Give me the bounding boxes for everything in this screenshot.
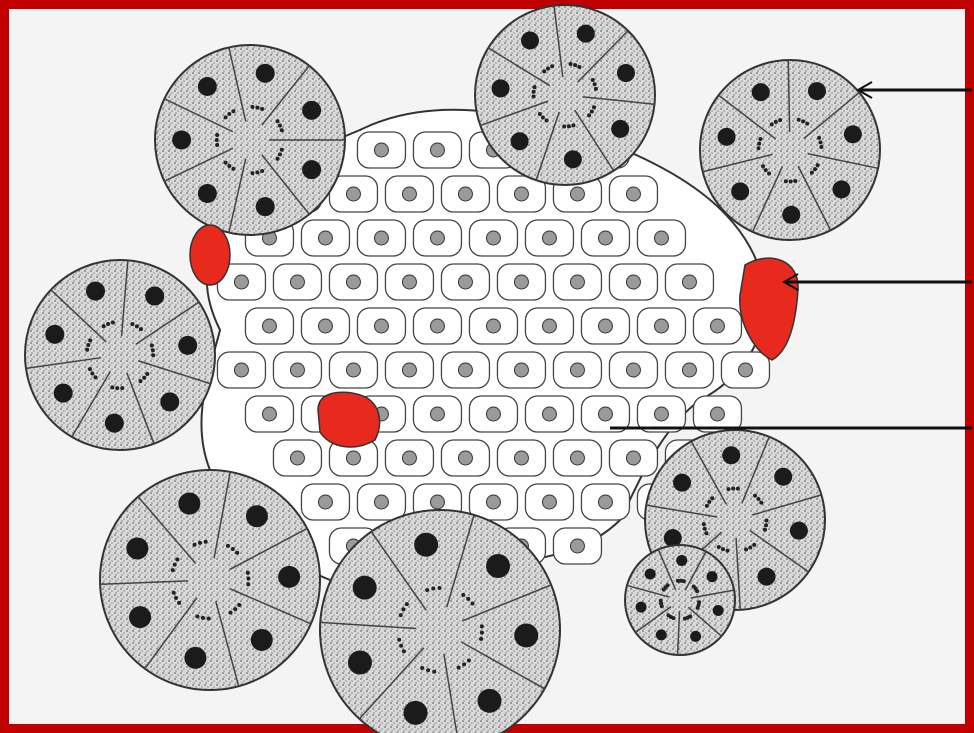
- islet-cell: [721, 352, 769, 388]
- islet-cell: [609, 440, 657, 476]
- islet-cell: [637, 220, 685, 256]
- red-cell-center: [318, 392, 380, 447]
- islet-cell: [581, 220, 629, 256]
- islet-cell: [217, 352, 265, 388]
- islet-cell: [525, 220, 573, 256]
- islet-cell: [357, 484, 405, 520]
- islet-cell: [553, 352, 601, 388]
- islet-cell: [273, 440, 321, 476]
- acinus: [700, 60, 880, 240]
- islet-cell: [301, 308, 349, 344]
- islet-cell: [413, 220, 461, 256]
- acinus: [475, 5, 655, 185]
- acinus: [155, 45, 345, 235]
- acinus: [625, 545, 735, 655]
- islet-cell: [525, 484, 573, 520]
- islet-cell: [413, 132, 461, 168]
- islet-cell: [553, 264, 601, 300]
- islet-cell: [273, 352, 321, 388]
- islet-cell: [497, 264, 545, 300]
- islet-cell: [525, 308, 573, 344]
- islet-cell: [581, 484, 629, 520]
- islet-cell: [273, 264, 321, 300]
- islet-cell: [469, 220, 517, 256]
- islet-cell: [357, 308, 405, 344]
- islet-cell: [609, 352, 657, 388]
- islet-cell: [693, 308, 741, 344]
- islet-cell: [385, 352, 433, 388]
- islet-cell: [553, 440, 601, 476]
- islet-cell: [413, 308, 461, 344]
- islet-cell: [385, 264, 433, 300]
- islet-cell: [357, 132, 405, 168]
- islet-cell: [441, 176, 489, 212]
- islet-cell: [385, 176, 433, 212]
- islet-cell: [581, 308, 629, 344]
- islet-cell: [441, 352, 489, 388]
- islet-cell: [329, 352, 377, 388]
- islet-cell: [497, 440, 545, 476]
- islet-cell: [665, 352, 713, 388]
- islet-cell: [441, 264, 489, 300]
- islet-cell: [469, 308, 517, 344]
- islet-cell: [385, 440, 433, 476]
- islet-cell: [301, 220, 349, 256]
- red-cell-left: [190, 225, 230, 285]
- islet-cell: [413, 396, 461, 432]
- islet-cell: [301, 484, 349, 520]
- islet-cell: [609, 176, 657, 212]
- islet-cell: [525, 396, 573, 432]
- islet-cell: [357, 220, 405, 256]
- acinus: [320, 510, 560, 733]
- islet-cell: [245, 308, 293, 344]
- islet-cell: [609, 264, 657, 300]
- islet-cell: [553, 528, 601, 564]
- islet-cell: [637, 308, 685, 344]
- islet-cell: [441, 440, 489, 476]
- acinus: [100, 470, 320, 690]
- islet-cell: [329, 176, 377, 212]
- islet-cell: [469, 484, 517, 520]
- islet-cell: [665, 264, 713, 300]
- islet-cell: [469, 396, 517, 432]
- islet-cell: [329, 264, 377, 300]
- acinus: [25, 260, 215, 450]
- islet-cell: [497, 352, 545, 388]
- islet-cell: [245, 396, 293, 432]
